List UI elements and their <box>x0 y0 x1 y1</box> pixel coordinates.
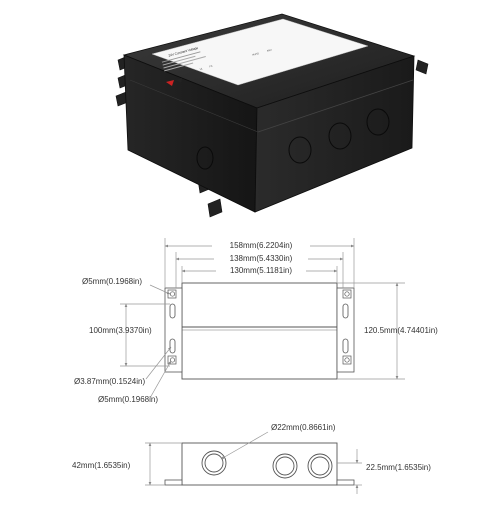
dim-knockout: Ø22mm(0.8661in) <box>271 423 336 432</box>
left-tab-strip <box>164 287 183 373</box>
knockout-hole <box>196 146 214 170</box>
mounting-slots <box>169 303 349 354</box>
side-view-flanges <box>164 479 355 486</box>
knockout-hole <box>366 108 390 136</box>
side-knockouts <box>201 450 333 479</box>
top-view-body <box>181 282 338 380</box>
side-view-drawing: Ø22mm(0.8661in) 42mm(1.6535in) 22.5mm(1.… <box>72 423 431 494</box>
mounting-hole <box>344 357 350 363</box>
product-label: 24V Constant Voltage UL FC RoHS IP67 <box>151 18 369 86</box>
mounting-slot <box>342 303 349 319</box>
side-knockout-hole <box>307 453 333 479</box>
dim-side-half-height: 22.5mm(1.6535in) <box>366 463 431 472</box>
side-height-dimension <box>145 442 182 486</box>
dim-side-height: 42mm(1.6535in) <box>72 461 131 470</box>
side-knockout-hole <box>310 456 330 476</box>
label-mark: FC <box>209 65 213 69</box>
mounting-slot <box>342 338 349 354</box>
hole-leaders <box>145 284 172 399</box>
label-mark: RoHS <box>252 52 259 57</box>
dim-body-width: 130mm(5.1181in) <box>230 266 292 275</box>
dim-overall-width: 158mm(6.2204in) <box>230 241 293 250</box>
knockout-holes <box>288 108 390 164</box>
mounting-slot <box>169 338 176 354</box>
dim-height: 120.5mm(4.74401in) <box>364 326 438 335</box>
knockout-leader <box>220 431 269 460</box>
housing-seam <box>257 79 414 133</box>
dim-tab-span: 138mm(5.4330in) <box>230 254 293 263</box>
housing-seam-front <box>129 79 259 133</box>
knockout-hole <box>288 136 312 164</box>
mounting-hole <box>344 291 350 297</box>
mounting-hole <box>169 357 176 363</box>
label-title: 24V Constant Voltage <box>168 46 199 58</box>
height-dimension <box>337 282 405 380</box>
dim-tab-spacing: 100mm(3.9370in) <box>89 326 152 335</box>
mounting-slot <box>169 303 176 319</box>
side-knockout-hole <box>272 453 298 479</box>
dim-hole-top: Ø5mm(0.1968in) <box>82 277 142 286</box>
right-tab-strip <box>336 287 355 373</box>
housing-right-face <box>254 55 415 213</box>
product-photo: 24V Constant Voltage UL FC RoHS IP67 <box>115 13 429 218</box>
tab-spacing-dimension <box>120 303 170 367</box>
dim-hole-small: Ø3.87mm(0.1524in) <box>74 377 145 386</box>
dim-hole-bottom: Ø5mm(0.1968in) <box>98 395 158 404</box>
knockout-hole <box>328 122 352 150</box>
side-half-height-dimension <box>337 449 362 494</box>
right-mounting-tabs <box>415 59 429 75</box>
top-view-tabs <box>167 289 352 365</box>
side-knockout-hole <box>201 450 227 476</box>
label-mark: IP67 <box>267 48 273 52</box>
logo-icon <box>166 78 182 86</box>
top-view-drawing: 158mm(6.2204in) 138mm(5.4330in) 130mm(5.… <box>74 238 438 404</box>
side-knockout-hole <box>275 456 295 476</box>
side-knockout-hole <box>204 453 224 473</box>
label-mark: UL <box>199 67 203 71</box>
